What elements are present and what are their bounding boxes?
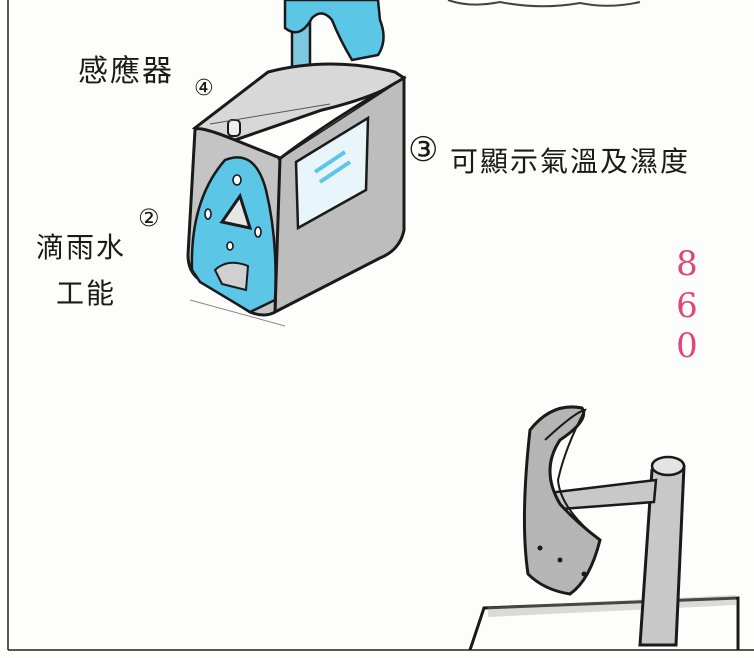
mount-pipe-top <box>652 457 684 475</box>
mount-screw <box>538 546 543 551</box>
code-digit: 0 <box>672 330 702 362</box>
device-hole <box>227 242 233 250</box>
code-digit: 8 <box>672 248 702 280</box>
mount-screw <box>582 572 587 577</box>
code-digit: 6 <box>672 290 702 322</box>
mount-screw <box>558 558 563 563</box>
water-function-label-line2: 工能 <box>56 272 116 312</box>
water-function-label-line1: 滴雨水 <box>36 226 126 266</box>
sensor-label: 感應器 <box>78 46 174 90</box>
device-hole <box>205 209 211 219</box>
device-sensor-knob <box>228 120 240 136</box>
device-hole <box>233 175 241 185</box>
display-label: 可顯示氣溫及濕度 <box>450 140 690 180</box>
sensor-device-sketch <box>188 0 404 326</box>
wall-mount-sketch <box>470 407 738 650</box>
device-hole <box>255 227 261 237</box>
mount-step-shadow <box>488 600 736 612</box>
top-cut-scribble <box>448 0 640 6</box>
